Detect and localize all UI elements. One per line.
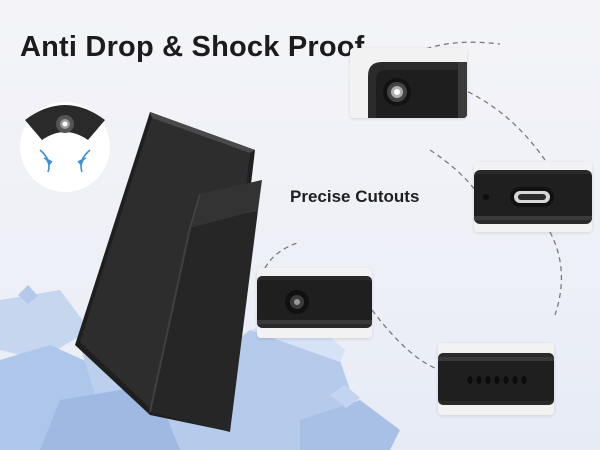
headphone-jack-icon <box>257 268 372 338</box>
headline: Anti Drop & Shock Proof <box>20 31 365 64</box>
usb-c-port-icon <box>474 162 592 232</box>
camera-cutout-panel <box>350 48 467 118</box>
speaker-grille-icon <box>438 343 554 415</box>
headphone-cutout-panel <box>257 268 372 338</box>
camera-cutout-icon <box>350 48 467 118</box>
feature-label: Precise Cutouts <box>290 187 420 206</box>
usbc-cutout-panel <box>474 162 592 232</box>
speaker-cutout-panel <box>438 343 554 415</box>
